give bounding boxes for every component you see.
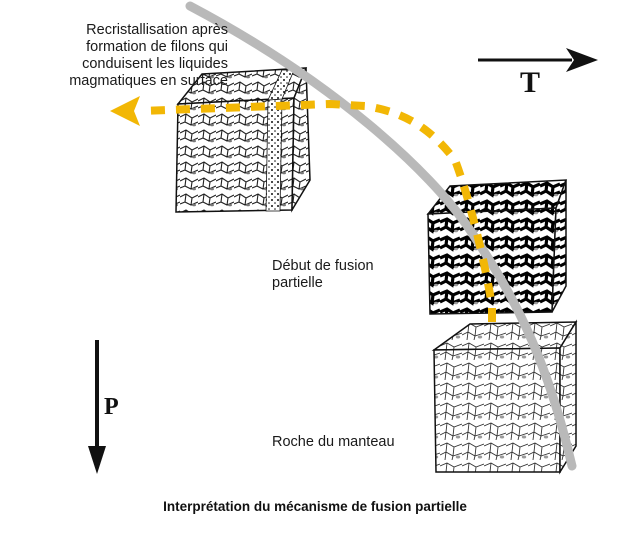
- recrystallisation-label: Recristallisation après formation de fil…: [6, 22, 228, 90]
- magma-ascent-path: [139, 99, 496, 322]
- arrow-right-icon: [478, 48, 598, 72]
- mantle-rock-label: Roche du manteau: [272, 434, 395, 450]
- temperature-axis-label: T: [520, 66, 541, 99]
- recrystallisation-line-3: conduisent les liquides: [82, 56, 228, 72]
- recrystallisation-line-4: magmatiques en surface: [69, 73, 228, 89]
- dashed-arrow-left-icon: [110, 96, 140, 126]
- recrystallisation-line-2: formation de filons qui: [86, 39, 228, 55]
- recrystallisation-line-1: Recristallisation après: [86, 22, 228, 38]
- arrow-down-icon: [88, 340, 106, 474]
- partial-melting-line-2: partielle: [272, 275, 323, 291]
- pressure-axis-label: P: [104, 394, 119, 420]
- geotherm-curve: [185, 1, 577, 471]
- mantle-rock-block: [431, 319, 578, 475]
- partial-melting-line-1: Début de fusion: [272, 258, 374, 274]
- figure-caption: Interprétation du mécanisme de fusion pa…: [163, 499, 467, 514]
- partial-melting-label: Début de fusion partielle: [272, 258, 432, 292]
- recrystallised-rock-block: [175, 67, 311, 213]
